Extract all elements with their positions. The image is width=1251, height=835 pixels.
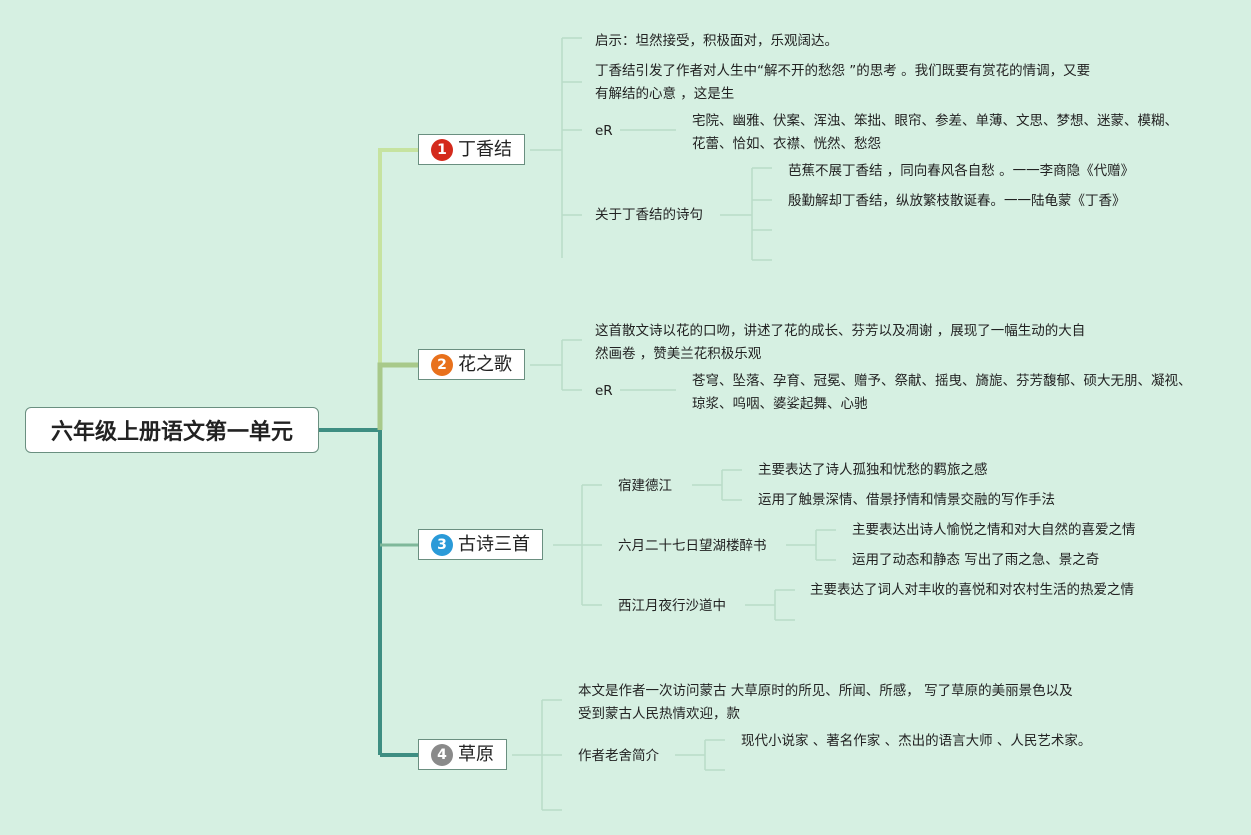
- poem-note-1-1: 主要表达了诗人孤独和忧愁的羁旅之感: [758, 462, 988, 478]
- vocab-text-2: 苍穹、坠落、孕育、冠冕、赠予、祭献、摇曳、旖旎、芬芳馥郁、硕大无朋、凝视、琼浆、…: [692, 373, 1192, 412]
- branch-node-3[interactable]: 3 古诗三首: [418, 529, 543, 560]
- poems-label: 关于丁香结的诗句: [595, 207, 703, 223]
- poem-title-2: 六月二十七日望湖楼醉书: [618, 538, 767, 554]
- branch-node-1[interactable]: 1 丁香结: [418, 134, 525, 165]
- branch-title-4: 草原: [458, 744, 494, 765]
- branch-title-3: 古诗三首: [458, 534, 530, 555]
- number-badge-3: 3: [431, 533, 453, 556]
- poem-note-3-1: 主要表达了词人对丰收的喜悦和对农村生活的热爱之情: [810, 582, 1134, 598]
- poem-title-3: 西江月夜行沙道中: [618, 598, 726, 614]
- branch-title-2: 花之歌: [458, 354, 512, 375]
- root-title: 六年级上册语文第一单元: [50, 420, 293, 445]
- vocab-label-2: eR: [595, 383, 613, 399]
- branch-node-4[interactable]: 4 草原: [418, 739, 507, 770]
- poem-title-1: 宿建德江: [618, 478, 672, 494]
- poem-note-2-1: 主要表达出诗人愉悦之情和对大自然的喜爱之情: [852, 522, 1136, 538]
- summary-text-2: 这首散文诗以花的口吻，讲述了花的成长、芬芳以及凋谢 ，展现了一幅生动的大自然画卷…: [595, 323, 1086, 362]
- vocab-label-1: eR: [595, 123, 613, 139]
- summary-text-1: 丁香结引发了作者对人生中“解不开的愁怨 ”的思考 。我们既要有赏花的情调，又要有…: [595, 63, 1091, 102]
- number-badge-1: 1: [431, 138, 453, 161]
- poem-note-2-2: 运用了动态和静态 写出了雨之急、景之奇: [852, 552, 1100, 568]
- summary-text-4: 本文是作者一次访问蒙古 大草原时的所见、所闻、所感， 写了草原的美丽景色以及受到…: [578, 683, 1073, 722]
- poem-line-1: 芭蕉不展丁香结 ，同向春风各自愁 。一一李商隐《代赠》: [788, 163, 1135, 179]
- vocab-text-1: 宅院、幽雅、伏案、浑浊、笨拙、眼帘、参差、单薄、文思、梦想、迷蒙、模糊、花蕾、恰…: [692, 113, 1178, 152]
- number-badge-4: 4: [431, 743, 453, 766]
- connector-branch-2: [377, 362, 418, 430]
- root-node[interactable]: 六年级上册语文第一单元: [25, 407, 319, 453]
- poem-line-2: 殷勤解却丁香结，纵放繁枝散诞春。一一陆龟蒙《丁香》: [788, 193, 1126, 209]
- number-badge-2: 2: [431, 353, 453, 376]
- poem-note-1-2: 运用了触景深情、借景抒情和情景交融的写作手法: [758, 492, 1055, 508]
- author-text: 现代小说家 、著名作家 、杰出的语言大师 、人民艺术家。: [741, 733, 1092, 749]
- branch-node-2[interactable]: 2 花之歌: [418, 349, 525, 380]
- author-label: 作者老舍简介: [578, 748, 659, 764]
- branch-title-1: 丁香结: [458, 139, 512, 160]
- connector-branch-1: [378, 148, 418, 430]
- insight-text: 启示：坦然接受，积极面对，乐观阔达。: [595, 33, 838, 49]
